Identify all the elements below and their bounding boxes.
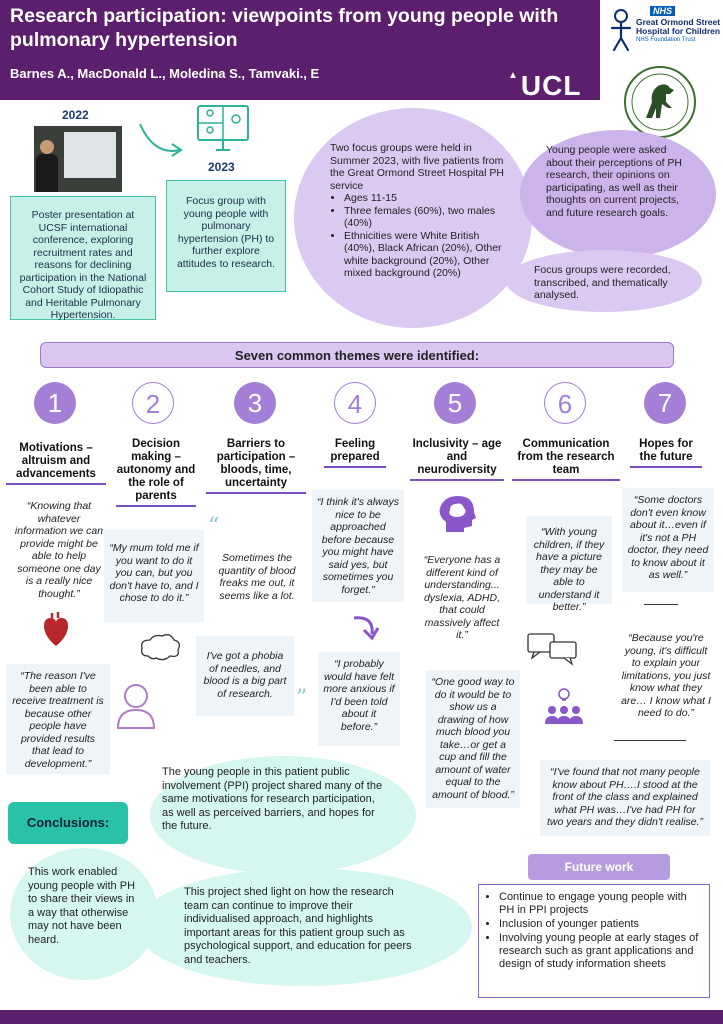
quote-communication: “With young children, if they have a pic… (526, 516, 612, 613)
person-icon (116, 684, 156, 729)
team-idea-icon (545, 688, 583, 724)
presenter-head (40, 140, 54, 154)
quote-motivation-2: “The reason I've been able to receive tr… (6, 664, 110, 774)
timeline-arrow-icon (139, 123, 183, 157)
dinosaur-icon (631, 73, 689, 131)
future-work-item: Involving young people at early stages o… (499, 932, 701, 971)
poster-title: Research participation: viewpoints from … (10, 5, 559, 51)
recorded-text: Focus groups were recorded, transcribed,… (534, 264, 671, 301)
quote-motivation-1: “Knowing that whatever information we ca… (14, 500, 104, 600)
year-2023: 2023 (208, 160, 235, 174)
quote-hopes-3: “I've found that not many people know ab… (540, 760, 710, 836)
theme-title-1: Motivations – altruism and advancements (6, 442, 106, 485)
poster-authors: Barnes A., MacDonald L., Moledina S., Ta… (10, 66, 320, 81)
conclusion-ellipse-3 (136, 868, 472, 986)
theme-title-2: Decision making – autonomy and the role … (116, 438, 196, 507)
asked-ellipse (520, 130, 716, 258)
methods-ellipse (294, 108, 532, 328)
methods-bullet: Three females (60%), two males (40%) (344, 205, 510, 230)
heart-icon (44, 612, 68, 646)
methods-bullet: Ages 11-15 (344, 192, 510, 205)
conclusion-text-1: The young people in this patient public … (162, 766, 383, 832)
curved-arrow-icon (353, 616, 380, 641)
asked-text: Young people were asked about their perc… (546, 144, 682, 219)
quote-hopes-2: “Because you're young, it's difficult to… (621, 632, 711, 719)
header-banner (0, 0, 600, 100)
methods-text: Two focus groups were held in Summer 202… (330, 142, 510, 280)
quote-barrier-1: Sometimes the quantity of blood freaks m… (218, 552, 296, 602)
theme-title-4: Feeling prepared (324, 438, 386, 468)
ucl-logo: ▲UCL (508, 70, 582, 101)
video-call-icon (197, 105, 249, 151)
conclusion-ellipse-2 (10, 848, 158, 980)
conclusion-ellipse-1 (150, 756, 416, 874)
conference-photo (34, 126, 122, 192)
future-work-item: Continue to engage young people with PH … (499, 891, 701, 917)
conclusion-text-3: This project shed light on how the resea… (184, 886, 412, 966)
theme-number-5: 5 (434, 382, 476, 424)
dinosaur-trust-logo (624, 66, 696, 138)
gosh-nhs-logo: NHS Great Ormond Street Hospital for Chi… (606, 4, 722, 62)
theme-title-7: Hopes for the future (630, 438, 702, 468)
open-quote-icon: “ (208, 514, 220, 539)
future-work-item: Inclusion of younger patients (499, 918, 701, 931)
footer-bar (0, 1010, 723, 1024)
timeline-box-2022: Poster presentation at UCSF internationa… (10, 196, 156, 321)
ucl-dome-icon: ▲ (508, 70, 519, 81)
theme-number-7: 7 (644, 382, 686, 424)
gosh-child-icon (610, 9, 632, 52)
recorded-ellipse (506, 250, 702, 312)
theme-number-6: 6 (544, 382, 586, 424)
methods-bullet: Ethnicities were White British (40%), Bl… (344, 230, 510, 280)
themes-heading: Seven common themes were identified: (40, 342, 674, 368)
nhs-badge: NHS (650, 6, 676, 16)
conclusions-label: Conclusions: (8, 802, 128, 844)
brain-head-icon (439, 496, 476, 532)
conclusion-text-2: This work enabled young people with PH t… (28, 866, 136, 946)
quote-inclusivity-2: “One good way to do it would be to show … (426, 670, 520, 808)
theme-title-5: Inclusivity – age and neurodiversity (410, 438, 504, 481)
poster-board (64, 132, 116, 178)
divider-line (644, 604, 678, 605)
future-work-label: Future work (528, 854, 670, 880)
theme-number-1: 1 (34, 382, 76, 424)
future-work-box: Continue to engage young people with PH … (478, 884, 710, 998)
methods-bullets: Ages 11-15 Three females (60%), two male… (330, 192, 510, 280)
gosh-name: Great Ormond Street Hospital for Childre… (636, 17, 721, 44)
quote-prepared-1: “I think it's always nice to be approach… (312, 490, 404, 602)
theme-number-4: 4 (334, 382, 376, 424)
theme-number-2: 2 (132, 382, 174, 424)
quote-hopes-1: “Some doctors don't even know about it…e… (622, 488, 714, 592)
divider-line (614, 740, 686, 741)
presenter-body (36, 154, 58, 192)
year-2022: 2022 (62, 108, 89, 122)
thought-bubble-icon (140, 634, 180, 661)
quote-inclusivity-1: “Everyone has a different kind of unders… (423, 554, 501, 641)
close-quote-icon: ” (296, 686, 308, 711)
quote-decision: “My mum told me if you want to do it you… (104, 530, 204, 622)
theme-title-3: Barriers to participation – bloods, time… (206, 438, 306, 494)
theme-title-6: Communication from the research team (512, 438, 620, 481)
theme-number-3: 3 (234, 382, 276, 424)
quote-barrier-2: I've got a phobia of needles, and blood … (196, 636, 294, 716)
timeline-box-2023: Focus group with young people with pulmo… (166, 180, 286, 292)
chat-bubbles-icon (527, 633, 577, 666)
quote-prepared-2: “I probably would have felt more anxious… (318, 652, 400, 746)
future-work-list: Continue to engage young people with PH … (487, 891, 701, 971)
